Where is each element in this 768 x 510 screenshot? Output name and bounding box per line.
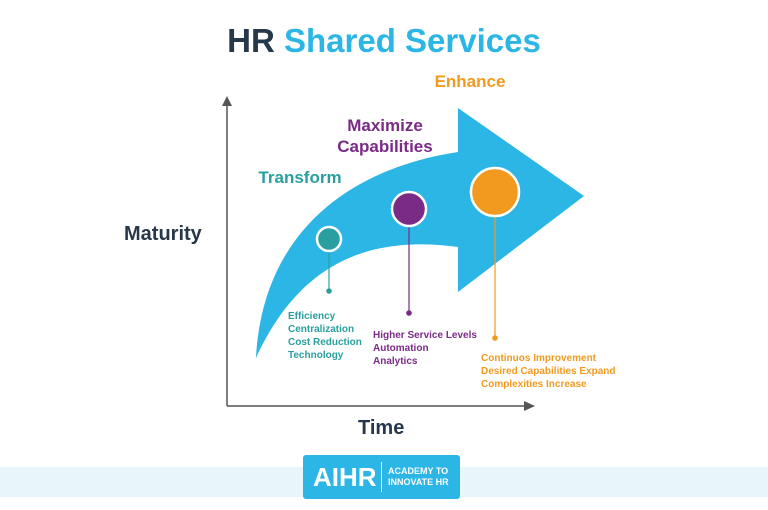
detail-item: Centralization xyxy=(288,324,355,335)
stage-label-transform: Transform xyxy=(258,168,342,187)
transform-connector-dot xyxy=(326,288,332,294)
stage-label-maximize-line1: Maximize xyxy=(347,116,423,135)
enhance-stage-circle xyxy=(469,166,521,218)
logo-divider xyxy=(381,462,382,492)
title-part-hr: HR xyxy=(227,22,275,59)
transform-stage-circle xyxy=(315,225,343,253)
maximize-details: Higher Service Levels Automation Analyti… xyxy=(373,329,477,368)
detail-item: Continuos Improvement xyxy=(481,353,597,364)
x-axis-label: Time xyxy=(358,417,405,439)
y-axis-label: Maturity xyxy=(124,223,202,245)
x-axis-arrowhead-icon xyxy=(524,401,535,411)
maximize-connector-dot xyxy=(406,310,412,316)
detail-item: Desired Capabilities Expand xyxy=(481,366,616,377)
detail-item: Complexities Increase xyxy=(481,379,587,390)
stage-label-maximize-line2: Capabilities xyxy=(337,137,433,156)
detail-item: Higher Service Levels xyxy=(373,330,477,341)
detail-item: Technology xyxy=(288,350,344,361)
detail-item: Efficiency xyxy=(288,311,336,322)
page-title: HR Shared Services xyxy=(0,22,768,60)
detail-item: Automation xyxy=(373,343,429,354)
stage-label-maximize: Maximize Capabilities xyxy=(320,115,450,157)
detail-item: Cost Reduction xyxy=(288,337,362,348)
y-axis-arrowhead-icon xyxy=(222,96,232,106)
stage-label-enhance: Enhance xyxy=(434,72,506,91)
transform-details: Efficiency Centralization Cost Reduction… xyxy=(288,310,362,362)
logo-tagline-line1: ACADEMY TO xyxy=(388,466,449,476)
logo-wordmark: AIHR xyxy=(313,461,377,492)
aihr-logo: AIHR ACADEMY TO INNOVATE HR xyxy=(303,455,460,499)
maximize-stage-circle xyxy=(390,190,428,228)
detail-item: Analytics xyxy=(373,356,418,367)
logo-tagline-line2: INNOVATE HR xyxy=(388,477,449,487)
logo-tagline: ACADEMY TO INNOVATE HR xyxy=(388,466,458,488)
enhance-connector-dot xyxy=(492,335,498,341)
title-part-shared-services: Shared Services xyxy=(284,22,541,59)
enhance-details: Continuos Improvement Desired Capabiliti… xyxy=(481,352,616,391)
